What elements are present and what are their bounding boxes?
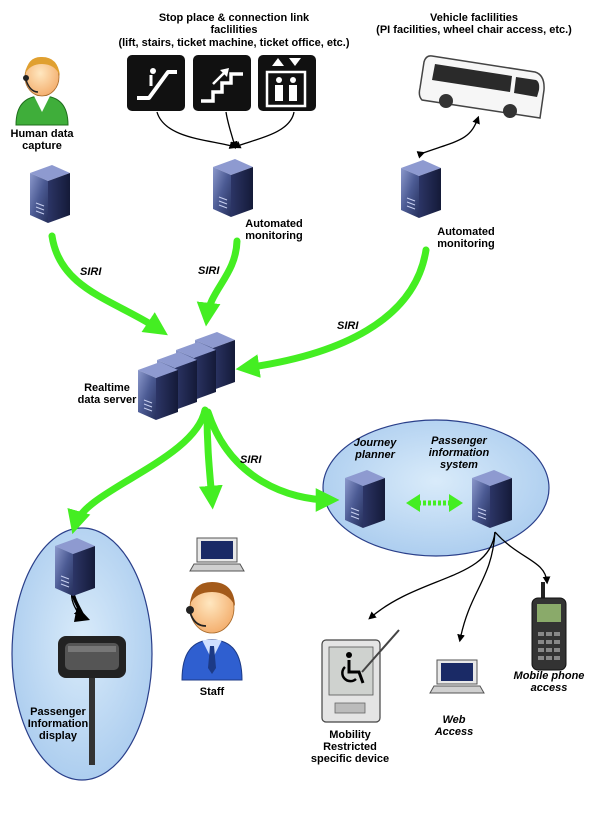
auto-monitor-server-2 <box>400 159 442 219</box>
staff-label: Staff <box>199 686 225 698</box>
pis-label: Passenger information system <box>420 435 498 471</box>
journey-planner-label: Journey planner <box>344 437 406 461</box>
stop-place-label-line1: Stop place & connection link <box>158 12 310 24</box>
pid-line1: Passenger <box>30 706 86 718</box>
auto-monitor-label-2: Automated monitoring <box>428 226 504 250</box>
flow-arrows <box>48 232 430 535</box>
arrow-to-display-head <box>74 606 90 622</box>
journey-planner-server <box>344 469 386 529</box>
vehicle-label-line2: (PI facilities, wheel chair access, etc.… <box>376 24 572 36</box>
flow-monitor2-to-server <box>235 246 430 378</box>
pis-line2: information <box>428 447 490 459</box>
flow-server-to-staff <box>198 408 223 510</box>
web-access-laptop-icon <box>429 659 485 694</box>
auto-monitor-2-line1: Automated <box>437 226 495 238</box>
stop-place-detail: (lift, stairs, ticket machine, ticket of… <box>118 37 350 49</box>
passenger-display-label: Passenger Information display <box>18 706 98 742</box>
stop-place-label-line2: faclilities <box>210 24 258 36</box>
web-access-label: Web Access <box>424 714 484 738</box>
web-line2: Access <box>434 726 474 738</box>
pid-line3: display <box>39 730 77 742</box>
mobility-line1: Mobility <box>329 729 371 741</box>
staff-laptop-icon <box>189 537 245 572</box>
flow-server-to-display <box>67 406 209 535</box>
journey-pis-link <box>406 494 463 512</box>
auto-monitor-2-line2: monitoring <box>437 238 495 250</box>
pis-line1: Passenger <box>431 435 487 447</box>
realtime-server-cluster <box>137 331 236 421</box>
human-capture-label: Human data capture <box>4 128 80 152</box>
human-capture-label-line1: Human data <box>10 128 74 140</box>
escalator-icon <box>127 55 185 111</box>
mobile-line2: access <box>530 682 568 694</box>
flow-server-to-journey <box>204 408 340 512</box>
flow-human-to-server <box>48 232 168 336</box>
display-server <box>54 537 96 597</box>
mobility-line2: Restricted <box>323 741 377 753</box>
pis-line3: system <box>440 459 478 471</box>
human-capture-person-icon <box>15 56 69 126</box>
stairs-icon <box>193 55 251 111</box>
realtime-line2: data server <box>77 394 137 406</box>
mobile-phone-icon <box>531 582 567 671</box>
journey-line2: planner <box>355 449 395 461</box>
stop-place-label: Stop place & connection link faclilities <box>140 12 328 36</box>
mobile-phone-label: Mobile phone access <box>504 670 594 694</box>
vehicle-label-line1: Vehicle faclilities <box>429 12 519 24</box>
mobility-device-label: Mobility Restricted specific device <box>300 729 400 765</box>
web-line1: Web <box>442 714 466 726</box>
realtime-server-label: Realtime data server <box>66 382 148 406</box>
pis-server <box>471 469 513 529</box>
staff-person-icon <box>181 582 243 681</box>
auto-monitor-label-1: Automated monitoring <box>236 218 312 242</box>
siri-label-3: SIRI <box>337 320 359 332</box>
bus-icon <box>418 55 545 119</box>
auto-monitor-1-line2: monitoring <box>245 230 303 242</box>
human-capture-server <box>29 164 71 224</box>
passenger-display-icon <box>58 636 126 765</box>
lift-icon <box>258 55 316 111</box>
mobility-line3: specific device <box>310 753 390 765</box>
realtime-line1: Realtime <box>84 382 130 394</box>
auto-monitor-1-line1: Automated <box>245 218 303 230</box>
pid-line2: Information <box>27 718 89 730</box>
siri-label-4: SIRI <box>240 454 262 466</box>
human-capture-label-line2: capture <box>22 140 62 152</box>
black-arrows <box>70 111 551 643</box>
mobility-device-icon <box>321 629 400 723</box>
siri-label-1: SIRI <box>80 266 102 278</box>
auto-monitor-server-1 <box>212 158 254 218</box>
flow-monitor1-to-server <box>196 237 241 327</box>
journey-line1: Journey <box>353 437 397 449</box>
mobile-line1: Mobile phone <box>513 670 585 682</box>
siri-label-2: SIRI <box>198 265 220 277</box>
vehicle-label: Vehicle faclilities (PI facilities, whee… <box>365 12 583 36</box>
